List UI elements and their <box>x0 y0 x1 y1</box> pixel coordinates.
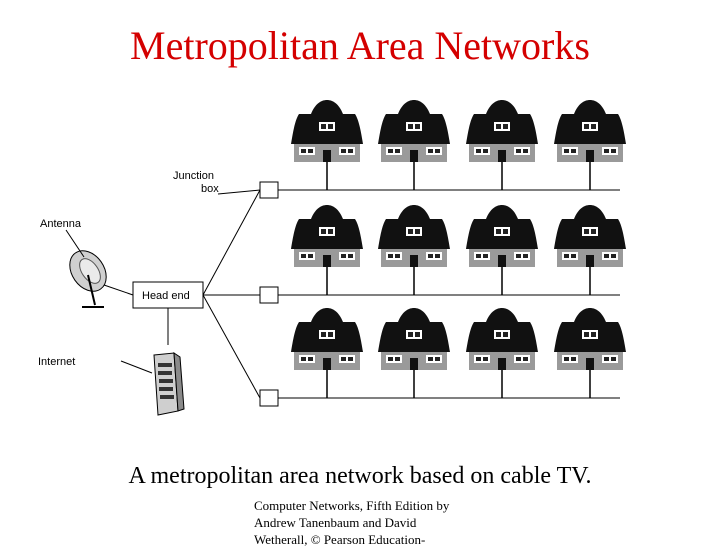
junction-box <box>259 181 279 199</box>
house-icon <box>554 205 626 267</box>
house-icon <box>554 100 626 162</box>
slide-title: Metropolitan Area Networks <box>130 23 590 68</box>
house-icon <box>466 308 538 370</box>
junction-box-label: Junction <box>173 170 214 182</box>
junction-box <box>259 389 279 407</box>
junction-box-label-2: box <box>201 183 219 195</box>
house-row-3 <box>291 308 626 370</box>
antenna-dish-icon <box>69 250 134 308</box>
house-icon <box>378 205 450 267</box>
house-icon <box>291 308 363 370</box>
junction-box <box>259 286 279 304</box>
house-row-1 <box>291 100 626 162</box>
antenna-label: Antenna <box>40 218 82 230</box>
credit-line: Andrew Tanenbaum and David <box>254 515 417 530</box>
house-icon <box>378 308 450 370</box>
head-end-label: Head end <box>142 290 190 302</box>
house-icon <box>378 100 450 162</box>
house-icon <box>291 205 363 267</box>
credit-text: Computer Networks, Fifth Edition by Andr… <box>254 497 554 548</box>
figure-caption: A metropolitan area network based on cab… <box>128 463 592 489</box>
house-icon <box>554 308 626 370</box>
cable-tv-man-diagram: Head end Junction box Antenna Internet <box>38 100 626 416</box>
credit-line: Computer Networks, Fifth Edition by <box>254 498 450 513</box>
server-icon <box>153 308 185 416</box>
house-row-2 <box>291 205 626 267</box>
house-icon <box>466 205 538 267</box>
internet-label: Internet <box>38 356 75 368</box>
house-icon <box>466 100 538 162</box>
house-icon <box>291 100 363 162</box>
